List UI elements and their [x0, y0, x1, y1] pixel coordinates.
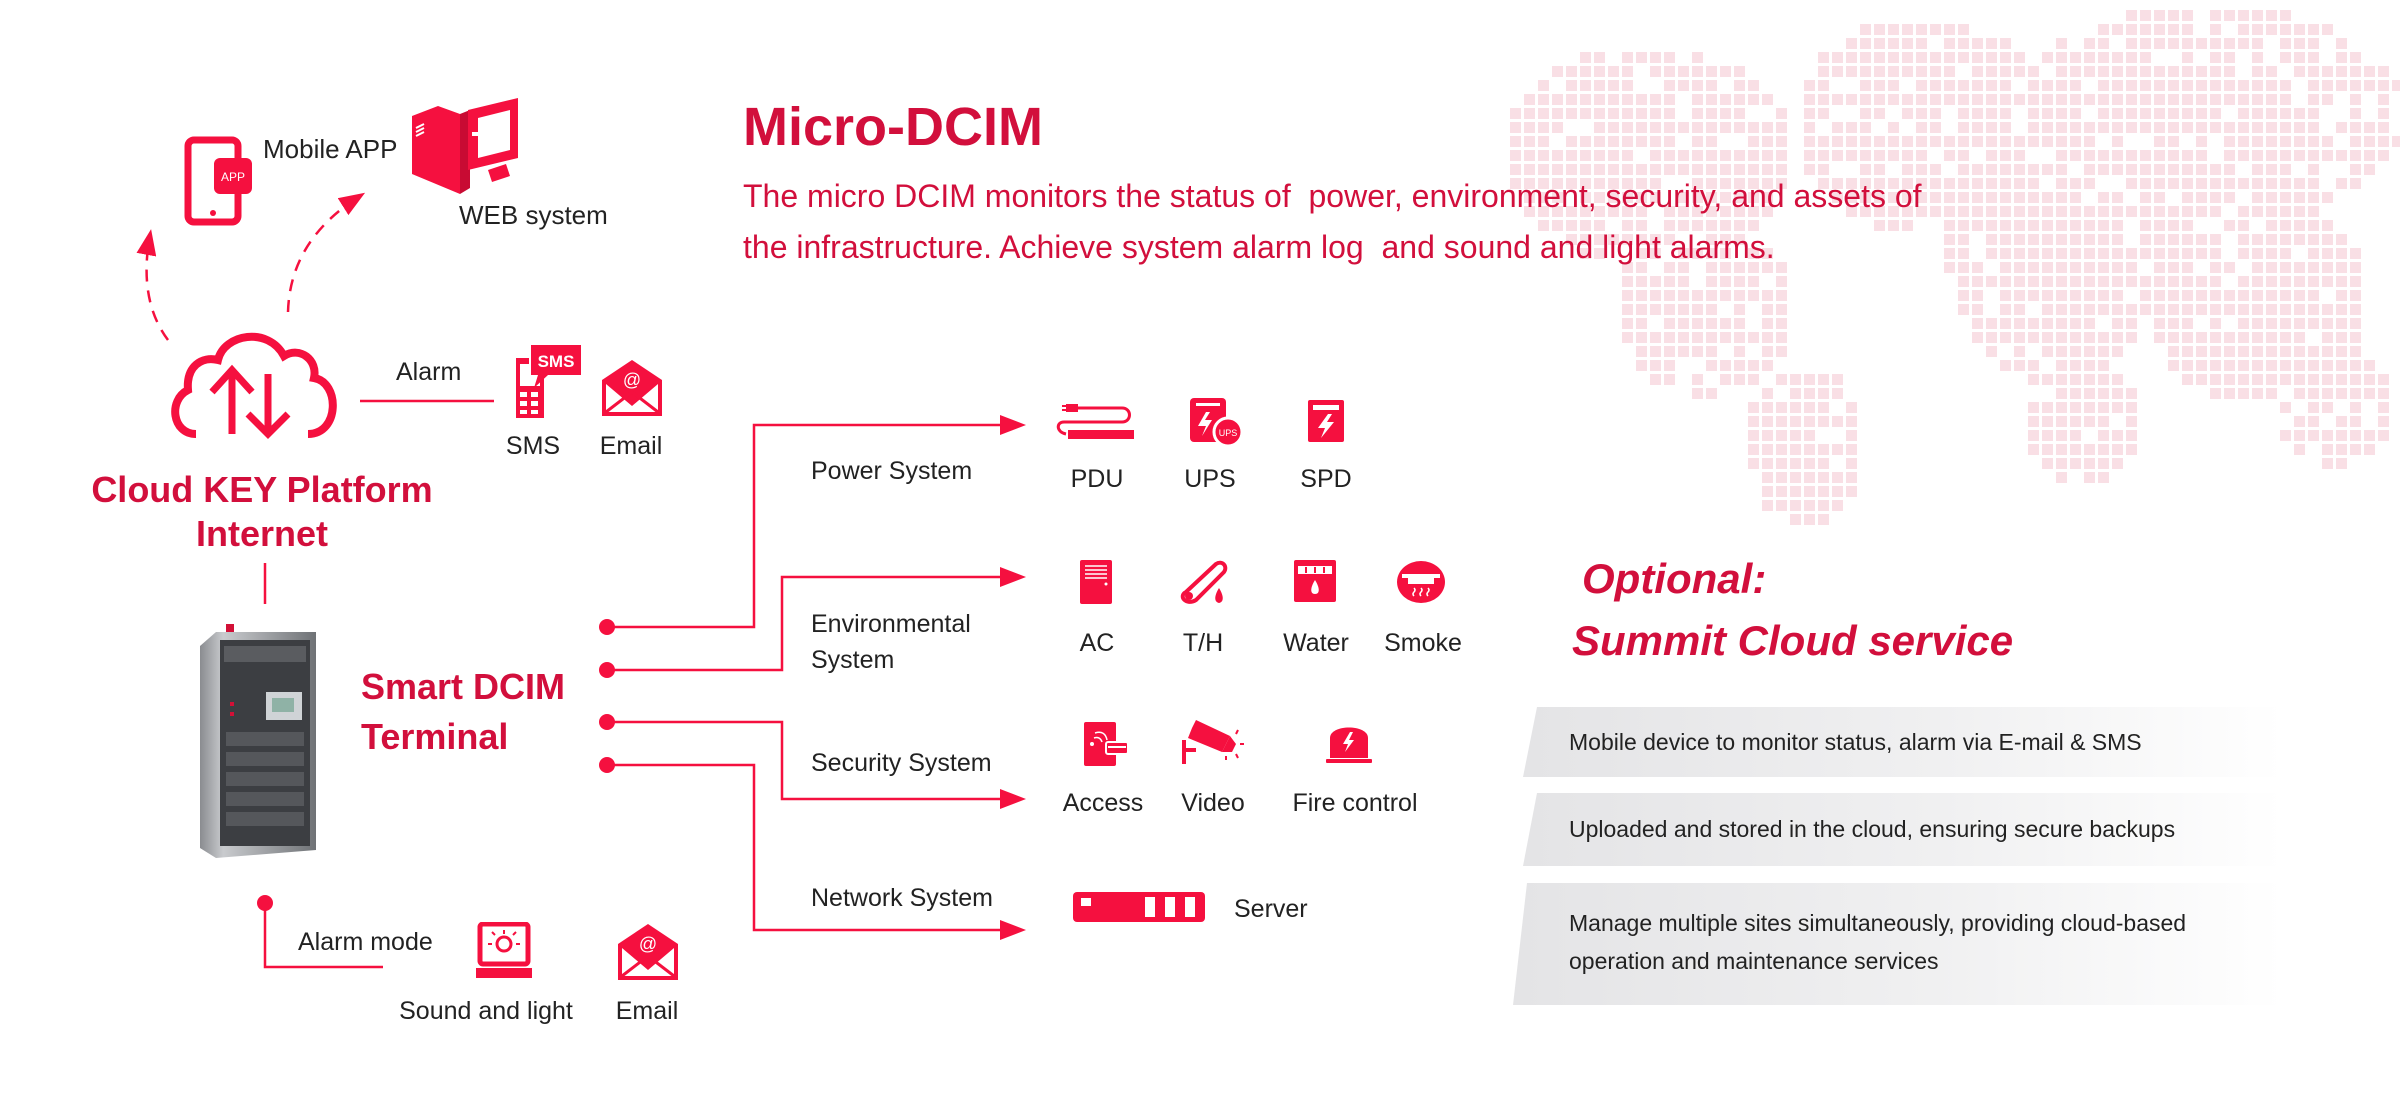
ac-icon — [1080, 560, 1112, 604]
web-system-computer-icon — [412, 98, 518, 194]
fire-control-label: Fire control — [1292, 789, 1418, 817]
sound-light-alarm-icon — [476, 922, 532, 978]
ups-icon: UPS — [1190, 398, 1244, 448]
terminal-line-2: Terminal — [361, 716, 509, 757]
feature-box-3: Manage multiple sites simultaneously, pr… — [1513, 883, 2283, 1005]
alarm-email-label: Email — [615, 997, 679, 1025]
optional-heading: Optional: Summit Cloud service — [1572, 548, 2013, 672]
pdu-label: PDU — [1070, 465, 1124, 493]
svg-text:@: @ — [623, 370, 641, 390]
feature-text: Mobile device to monitor status, alarm v… — [1569, 729, 2142, 755]
sms-phone-icon: SMS — [516, 344, 583, 418]
power-system-label: Power System — [811, 457, 973, 485]
smoke-detector-icon — [1397, 561, 1445, 603]
description-line-1: The micro DCIM monitors the status of po… — [743, 178, 1922, 214]
network-system-label: Network System — [811, 884, 993, 912]
app-badge: APP — [221, 170, 245, 184]
access-label: Access — [1062, 789, 1144, 817]
power-connector — [607, 415, 1026, 629]
smart-dcim-terminal-label: Smart DCIM Terminal — [361, 662, 565, 762]
svg-text:@: @ — [639, 934, 657, 954]
dashed-arrow-to-mobile — [136, 229, 170, 341]
feature-box-1: Mobile device to monitor status, alarm v… — [1523, 707, 2283, 777]
ac-label: AC — [1079, 629, 1115, 657]
security-system-label: Security System — [811, 749, 992, 777]
th-label: T/H — [1182, 629, 1224, 657]
sms-badge: SMS — [538, 352, 575, 371]
server-label: Server — [1234, 895, 1308, 923]
video-camera-icon — [1182, 720, 1244, 764]
optional-line-1: Optional: — [1582, 555, 1767, 602]
ups-badge: UPS — [1219, 428, 1238, 438]
feature-text: Uploaded and stored in the cloud, ensuri… — [1569, 816, 2176, 842]
sms-label: SMS — [505, 432, 561, 460]
feature-text: operation and maintenance services — [1569, 948, 1939, 974]
mobile-app-label: Mobile APP — [263, 134, 398, 164]
cloud-platform-line-1: Cloud KEY Platform — [91, 469, 433, 510]
optional-line-2: Summit Cloud service — [1572, 617, 2014, 664]
alarm-mode-connector — [263, 903, 383, 969]
env-label-line-1: Environmental — [811, 610, 971, 638]
network-connector — [607, 763, 1026, 940]
dcim-cabinet-image — [200, 624, 316, 858]
temperature-humidity-icon — [1180, 560, 1228, 604]
spd-icon — [1308, 400, 1344, 442]
feature-box-2: Uploaded and stored in the cloud, ensuri… — [1523, 793, 2283, 866]
water-leak-icon — [1294, 560, 1336, 602]
alarm-label: Alarm — [396, 358, 462, 386]
video-label: Video — [1181, 789, 1245, 817]
security-connector — [607, 720, 1026, 809]
page-title: Micro-DCIM — [743, 97, 1043, 157]
pdu-icon — [1056, 404, 1134, 439]
feature-text: Manage multiple sites simultaneously, pr… — [1569, 910, 2187, 936]
map-dots — [1510, 10, 2400, 525]
cloud-upload-download-icon — [171, 332, 337, 439]
ups-label: UPS — [1184, 465, 1236, 493]
web-system-label: WEB system — [459, 200, 608, 230]
spd-label: SPD — [1300, 465, 1352, 493]
env-label-line-2: System — [811, 646, 895, 674]
smoke-label: Smoke — [1384, 629, 1462, 657]
sound-light-label: Sound and light — [399, 997, 573, 1025]
alarm-mode-label: Alarm mode — [298, 928, 433, 956]
mobile-phone-icon: APP — [184, 136, 252, 226]
cloud-platform-label: Cloud KEY Platform Internet — [91, 468, 432, 556]
description-line-2: the infrastructure. Achieve system alarm… — [743, 229, 1775, 265]
email-envelope-icon: @ — [602, 360, 662, 416]
terminal-line-1: Smart DCIM — [361, 666, 566, 707]
env-connector — [607, 567, 1026, 672]
dashed-arrow-to-web — [286, 192, 366, 313]
environmental-system-label: Environmental System — [811, 606, 971, 678]
alarm-email-icon: @ — [618, 924, 678, 980]
access-control-icon — [1084, 722, 1129, 766]
cloud-platform-line-2: Internet — [195, 513, 328, 554]
email-label: Email — [599, 432, 663, 460]
fire-alarm-beacon-icon — [1326, 727, 1372, 763]
water-label: Water — [1283, 629, 1349, 657]
server-icon — [1073, 892, 1205, 922]
